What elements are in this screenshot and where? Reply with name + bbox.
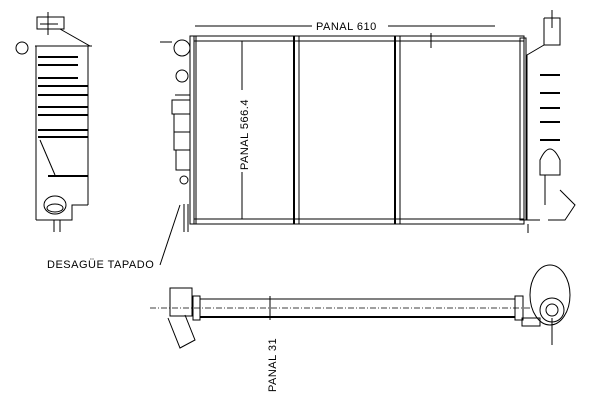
panel-width-label: PANAL 610: [316, 21, 377, 33]
drain-callout: DESAGÜE TAPADO: [47, 204, 181, 271]
front-view: PANAL 610 PANAL 566.4: [160, 10, 576, 233]
panel-depth-label: PANAL 31: [267, 338, 279, 392]
left-side-view: [15, 12, 92, 232]
panel-height-label: PANAL 566.4: [239, 99, 251, 170]
drain-label: DESAGÜE TAPADO: [47, 259, 154, 271]
bottom-view: PANAL 31: [150, 264, 571, 392]
